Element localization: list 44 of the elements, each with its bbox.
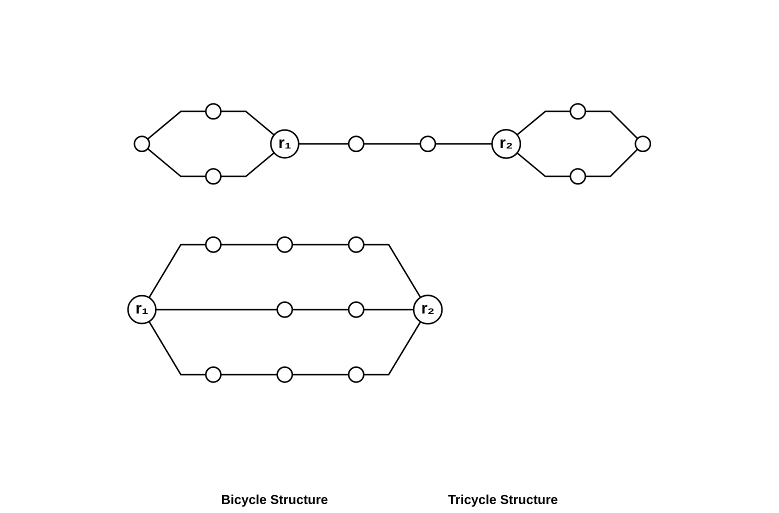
node-circle: r₂ — [492, 128, 522, 159]
node-circle — [348, 136, 365, 152]
node-circle — [570, 103, 586, 120]
node-circle — [420, 136, 436, 152]
connector — [221, 244, 278, 246]
connector — [364, 143, 421, 145]
node-circle — [205, 366, 222, 383]
node-circle: r₁ — [270, 129, 300, 159]
node-circle — [205, 103, 222, 120]
connector — [516, 110, 571, 136]
node-circle: r₁ — [128, 294, 157, 324]
node-circle — [276, 301, 294, 318]
connector — [364, 308, 414, 310]
connector — [221, 110, 275, 136]
connector — [221, 152, 275, 178]
connector — [148, 244, 206, 298]
caption: Bicycle Structure — [221, 492, 328, 507]
connector — [148, 110, 206, 140]
caption: Tricycle Structure — [448, 492, 558, 507]
node-circle — [276, 236, 294, 253]
connector — [148, 321, 206, 376]
node-circle — [205, 236, 222, 253]
connector — [292, 244, 349, 246]
connector — [156, 308, 278, 310]
node-circle — [348, 366, 365, 383]
node-circle — [276, 366, 294, 383]
connector — [586, 110, 638, 140]
connector — [221, 374, 278, 376]
node-circle — [134, 136, 150, 152]
connector — [586, 148, 638, 178]
node-circle: r₂ — [413, 294, 444, 325]
node-circle — [348, 236, 365, 253]
connector — [292, 374, 349, 376]
node-circle — [205, 168, 222, 185]
connector — [148, 148, 206, 178]
connector — [364, 244, 422, 298]
node-circle — [348, 301, 365, 318]
connector — [299, 143, 349, 145]
connector — [364, 321, 422, 376]
node-circle — [634, 136, 652, 152]
connector — [436, 143, 492, 145]
connector — [516, 152, 571, 178]
connector — [292, 308, 349, 310]
node-circle — [570, 168, 586, 185]
